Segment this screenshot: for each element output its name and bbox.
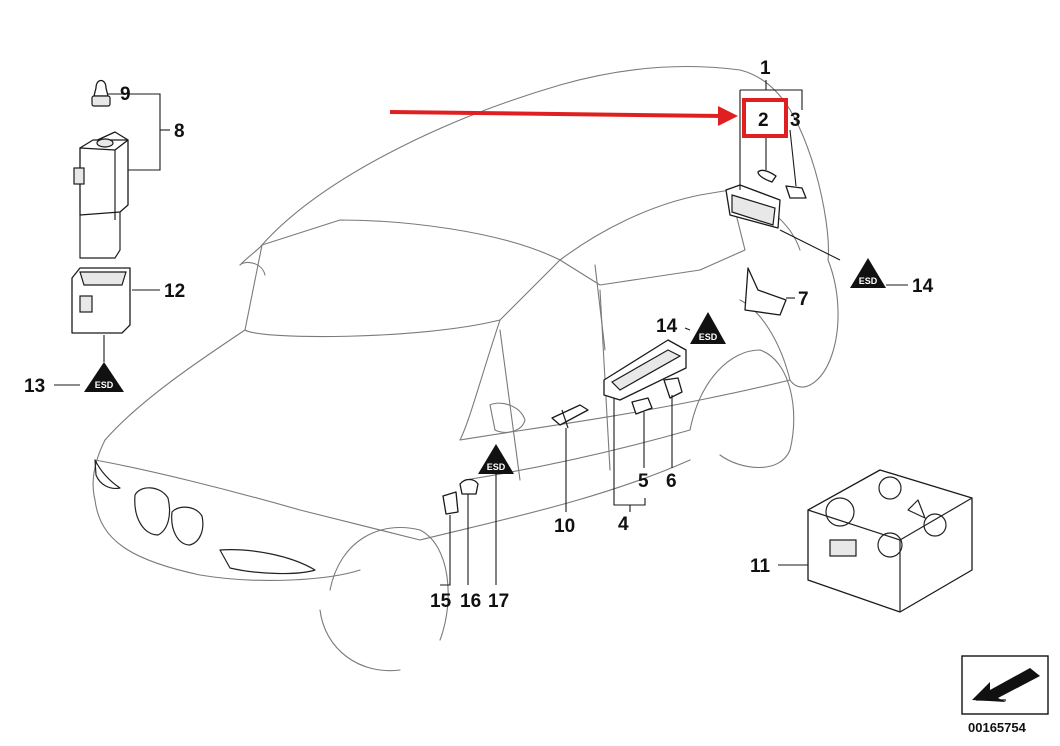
label-13: 13: [24, 376, 45, 397]
esd-triangle-14-top: ESD: [850, 258, 886, 288]
esd-triangle-13: ESD: [84, 362, 124, 392]
esd-triangle-17: ESD: [478, 444, 514, 474]
label-15: 15: [430, 591, 452, 612]
leader-lines: [54, 80, 908, 586]
label-17: 17: [488, 591, 509, 612]
label-5: 5: [638, 471, 649, 492]
part-9-bulb: [91, 79, 111, 107]
reference-number: 00165754: [968, 720, 1027, 735]
label-8: 8: [174, 121, 185, 142]
label-2: 2: [758, 110, 769, 131]
label-11: 11: [750, 556, 771, 577]
label-1: 1: [760, 58, 771, 79]
part-4-door-light: [603, 339, 687, 415]
part-7-cover: [744, 267, 787, 316]
part-11-bulb-box: [807, 469, 973, 613]
label-12: 12: [164, 281, 185, 302]
esd-triangle-14-door: ESD: [690, 312, 726, 344]
highlight-arrow: [389, 106, 738, 126]
label-14-door: 14: [656, 316, 678, 337]
label-3: 3: [790, 110, 801, 131]
svg-text:ESD: ESD: [95, 380, 114, 390]
part-1-interior-light: [725, 169, 807, 229]
part-12-switch: [71, 267, 131, 334]
part-8-lamp-unit: [73, 131, 129, 259]
svg-text:ESD: ESD: [487, 462, 506, 472]
label-6: 6: [666, 471, 677, 492]
label-10: 10: [554, 516, 575, 537]
part-10-handle-light: [551, 404, 589, 429]
svg-text:ESD: ESD: [859, 276, 878, 286]
callout-labels: 1 2 3 4 5 6 7 8 9 10 11 12 13 14 14 15 1…: [24, 58, 934, 612]
orientation-arrow-icon: [961, 655, 1049, 715]
label-14-top: 14: [912, 276, 934, 297]
highlight-box-part-2: [742, 98, 788, 138]
car-outline: [92, 65, 839, 672]
part-15-16-bulbs: [442, 478, 479, 515]
label-4: 4: [618, 514, 629, 535]
label-16: 16: [460, 591, 481, 612]
label-7: 7: [798, 289, 809, 310]
label-9: 9: [120, 84, 131, 105]
svg-text:ESD: ESD: [699, 332, 718, 342]
